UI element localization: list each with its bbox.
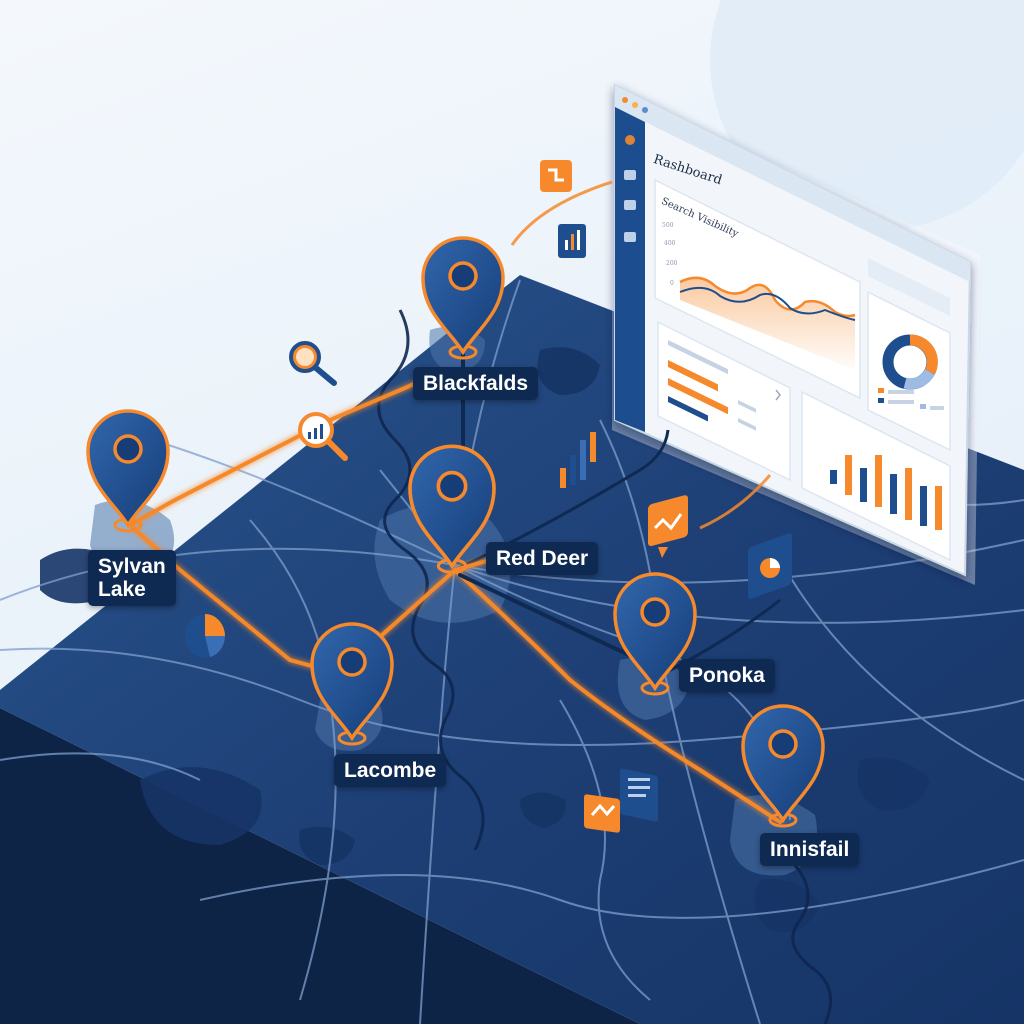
magnifier-icon xyxy=(289,341,337,386)
map-pins xyxy=(86,236,825,828)
map-pin-blackfalds[interactable] xyxy=(421,236,505,360)
chevron-right-icon[interactable] xyxy=(775,389,781,401)
city-label-red-deer[interactable]: Red Deer xyxy=(486,542,599,575)
line-chart-icon xyxy=(648,495,688,558)
dashboard-sidebar-icons[interactable] xyxy=(624,135,636,242)
map-pin-lacombe[interactable] xyxy=(310,622,394,746)
map-pin-sylvan-lake[interactable] xyxy=(86,409,170,533)
donut-panel-header xyxy=(868,258,950,316)
pie-chart-icon xyxy=(185,614,225,658)
donut-chart xyxy=(882,334,938,390)
window-controls[interactable] xyxy=(622,97,648,113)
search-visibility-area xyxy=(680,277,855,370)
document-icon xyxy=(620,768,658,822)
map-pin-red-deer[interactable] xyxy=(408,444,496,574)
list-panel xyxy=(657,320,791,482)
y-tick-200: 200 xyxy=(666,260,678,267)
city-label-blackfalds[interactable]: Blackfalds xyxy=(413,367,539,400)
dashboard-bar-chart xyxy=(830,455,942,530)
bar-chart-icon xyxy=(560,432,596,488)
y-tick-500: 500 xyxy=(662,222,674,229)
y-tick-400: 400 xyxy=(664,240,676,247)
small-chart-icon xyxy=(558,224,586,258)
donut-panel xyxy=(867,290,951,452)
donut-legend xyxy=(878,388,944,410)
map-pin-innisfail[interactable] xyxy=(741,704,825,828)
city-label-innisfail[interactable]: Innisfail xyxy=(760,833,860,866)
city-label-sylvan-lake[interactable]: Sylvan Lake xyxy=(88,550,176,606)
search-visibility-line-blue xyxy=(679,286,856,321)
y-tick-0: 0 xyxy=(670,280,674,287)
city-label-lacombe[interactable]: Lacombe xyxy=(334,754,447,787)
trend-icon xyxy=(584,794,620,833)
city-label-ponoka[interactable]: Ponoka xyxy=(679,659,775,692)
pie-card-icon xyxy=(748,533,792,599)
chat-chart-icon xyxy=(540,160,572,192)
map-pin-ponoka[interactable] xyxy=(613,572,697,696)
magnifier-chart-icon xyxy=(298,412,348,461)
list-bars xyxy=(668,339,756,431)
